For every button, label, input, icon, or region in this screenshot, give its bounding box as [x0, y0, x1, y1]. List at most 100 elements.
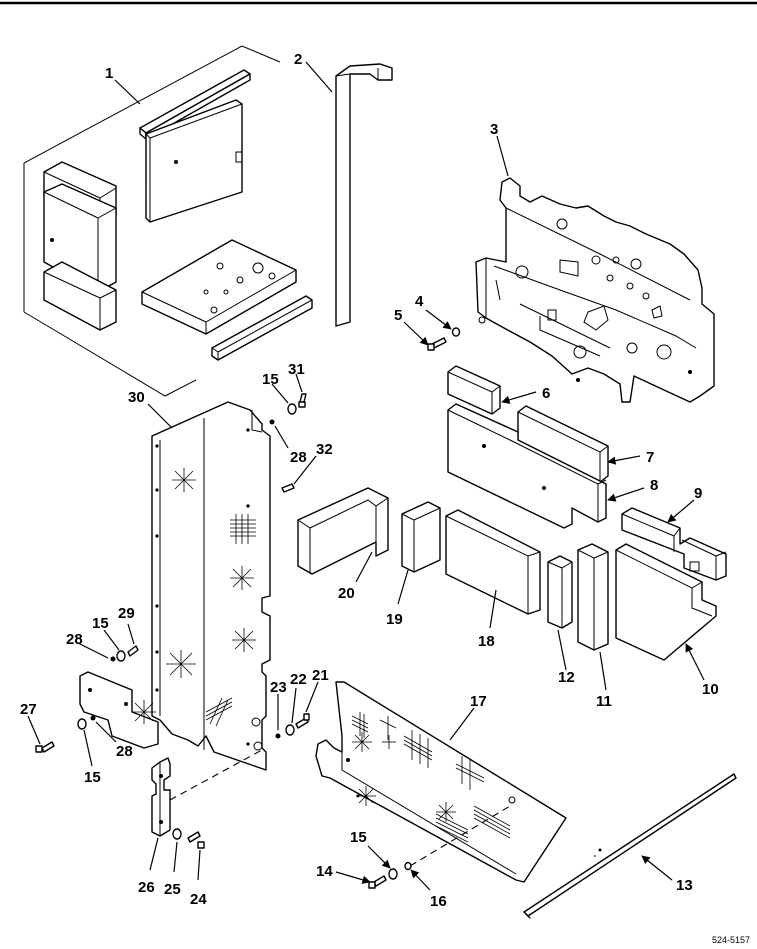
leader-12	[557, 629, 567, 671]
callout-31: 31	[288, 361, 305, 378]
leader-24	[197, 849, 201, 881]
leader-26	[149, 837, 159, 871]
part-23-nut	[275, 733, 281, 739]
leader-13	[641, 855, 673, 881]
part-27-screw	[35, 741, 55, 753]
leader-31	[295, 373, 303, 393]
callout-2: 2	[294, 51, 302, 68]
figure-id: 524-5157	[712, 935, 750, 945]
part-13-panel	[523, 773, 737, 919]
leader-7	[607, 455, 641, 465]
part-31-screw	[298, 393, 307, 408]
part-15a-washer	[116, 650, 126, 662]
leader-11	[599, 651, 607, 691]
callout-10: 10	[702, 681, 719, 698]
callout-29: 29	[118, 605, 135, 622]
part-24-screw	[187, 831, 205, 849]
callout-28a: 28	[66, 631, 83, 648]
part-19-block	[401, 501, 441, 573]
leader-9	[667, 499, 695, 523]
part-28a-nut	[110, 656, 116, 662]
callout-15a: 15	[92, 615, 109, 632]
leader-22	[291, 687, 297, 724]
callout-1: 1	[105, 65, 113, 82]
part-3-frame	[475, 177, 715, 403]
leader-20	[355, 551, 373, 583]
leader-15d	[367, 845, 391, 869]
part-11-bar	[577, 543, 609, 651]
leader-19	[397, 569, 409, 605]
leader-17	[449, 707, 475, 741]
callout-25: 25	[164, 881, 181, 898]
leader-27	[27, 715, 41, 745]
leader-18	[489, 589, 497, 629]
leader-4	[425, 309, 452, 330]
leader-8	[607, 487, 645, 502]
callout-15c: 15	[262, 371, 279, 388]
part-2-bar	[335, 63, 393, 327]
part-21-screw	[295, 713, 310, 729]
callout-17: 17	[470, 693, 487, 710]
callout-6: 6	[542, 385, 550, 402]
leader-32	[293, 455, 317, 485]
callout-4: 4	[415, 293, 424, 310]
leader-10	[685, 643, 705, 681]
part-28b-nut	[90, 715, 96, 721]
callout-15b: 15	[84, 769, 101, 786]
part-32-screw	[281, 483, 295, 493]
leader-16	[410, 869, 431, 891]
leader-15c	[271, 383, 289, 404]
leader-25	[173, 841, 178, 873]
leader-29	[127, 623, 135, 645]
callout-14: 14	[316, 863, 333, 880]
callout-8: 8	[650, 477, 658, 494]
leader-5	[403, 321, 429, 346]
part-28c-nut	[269, 419, 275, 425]
leader-21	[305, 681, 319, 713]
callout-21: 21	[312, 667, 329, 684]
callout-23: 23	[270, 679, 287, 696]
part-18-block	[445, 509, 541, 615]
callout-27: 27	[20, 701, 37, 718]
part-15b-washer	[77, 718, 87, 730]
part-15c-washer	[287, 403, 297, 415]
leader-28c	[274, 425, 289, 449]
callout-26: 26	[138, 879, 155, 896]
leader-2	[305, 61, 333, 93]
part-4-washer	[451, 327, 461, 337]
part-25-washer	[172, 828, 182, 840]
callout-7: 7	[646, 449, 654, 466]
callout-3: 3	[490, 121, 498, 138]
part-26-bracket	[151, 757, 171, 837]
callout-19: 19	[386, 611, 403, 628]
part-16-nut	[404, 861, 412, 871]
leader-6	[501, 391, 537, 404]
leader-15b	[83, 729, 93, 767]
part-8-foam	[447, 403, 607, 529]
leader-28a	[75, 641, 109, 659]
callout-11: 11	[596, 693, 612, 710]
part-1-foam-kit	[23, 45, 313, 397]
leader-30	[147, 403, 173, 429]
part-12-bar	[547, 555, 573, 629]
part-29-screw	[127, 645, 139, 657]
part-17-plate	[315, 681, 567, 883]
dashed-line-plate	[409, 805, 511, 867]
callout-5: 5	[394, 307, 402, 324]
callout-15d: 15	[350, 829, 367, 846]
leader-28b	[95, 721, 117, 743]
callout-22: 22	[290, 671, 307, 688]
callout-12: 12	[558, 669, 575, 686]
dashed-line-bracket	[169, 749, 263, 801]
part-6-block	[447, 365, 501, 415]
callout-28b: 28	[116, 743, 133, 760]
part-14-screw	[368, 875, 387, 889]
leader-15a	[103, 629, 120, 651]
leader-3	[496, 135, 509, 177]
callout-13: 13	[676, 877, 693, 894]
callout-32: 32	[316, 441, 333, 458]
part-15d-washer	[388, 868, 398, 880]
part-20-block	[297, 487, 389, 575]
part-5-screw	[427, 337, 447, 351]
